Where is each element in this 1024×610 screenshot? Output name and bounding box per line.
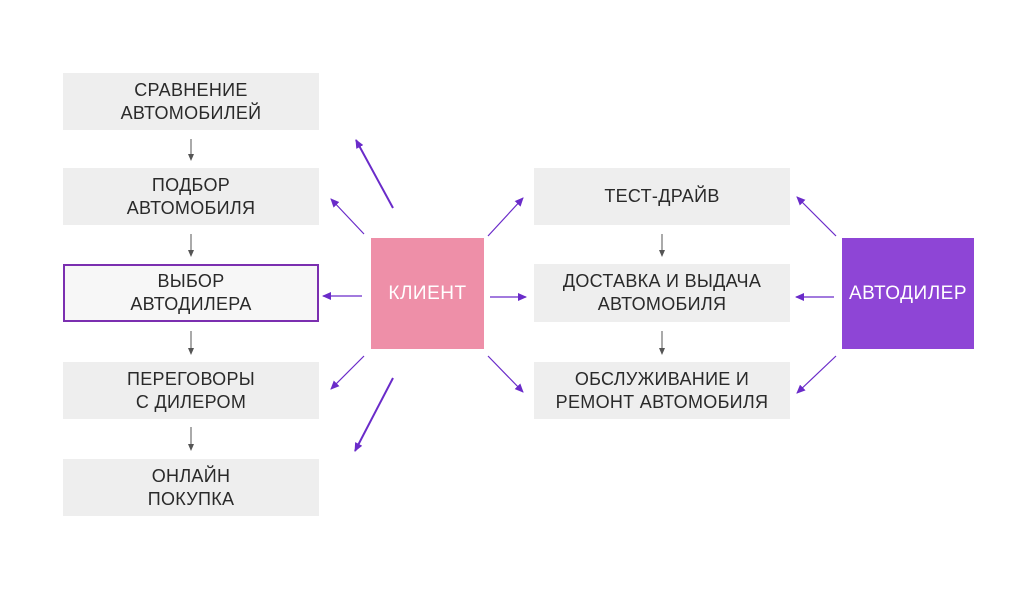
dealer-arrow-service [796,355,837,394]
client-arrow-compare [355,139,394,209]
client-arrow-purchase [354,377,394,452]
step-delivery: ДОСТАВКА И ВЫДАЧА АВТОМОБИЛЯ [534,264,790,322]
step-compare-cars: СРАВНЕНИЕ АВТОМОБИЛЕЙ [63,73,319,130]
step-choose-dealer: ВЫБОР АВТОДИЛЕРА [63,264,319,322]
dealer-node: АВТОДИЛЕР [842,238,974,349]
step-select-car: ПОДБОР АВТОМОБИЛЯ [63,168,319,225]
client-arrow-negotiate [330,355,365,390]
client-arrow-select [330,198,365,235]
client-node: КЛИЕНТ [371,238,484,349]
client-arrow-service [487,355,524,393]
step-online-purchase: ОНЛАЙН ПОКУПКА [63,459,319,516]
dealer-arrow-testdrive [796,196,837,237]
step-test-drive: ТЕСТ-ДРАЙВ [534,168,790,225]
step-service-repair: ОБСЛУЖИВАНИЕ И РЕМОНТ АВТОМОБИЛЯ [534,362,790,419]
client-arrow-testdrive [487,197,524,237]
step-negotiate: ПЕРЕГОВОРЫ С ДИЛЕРОМ [63,362,319,419]
